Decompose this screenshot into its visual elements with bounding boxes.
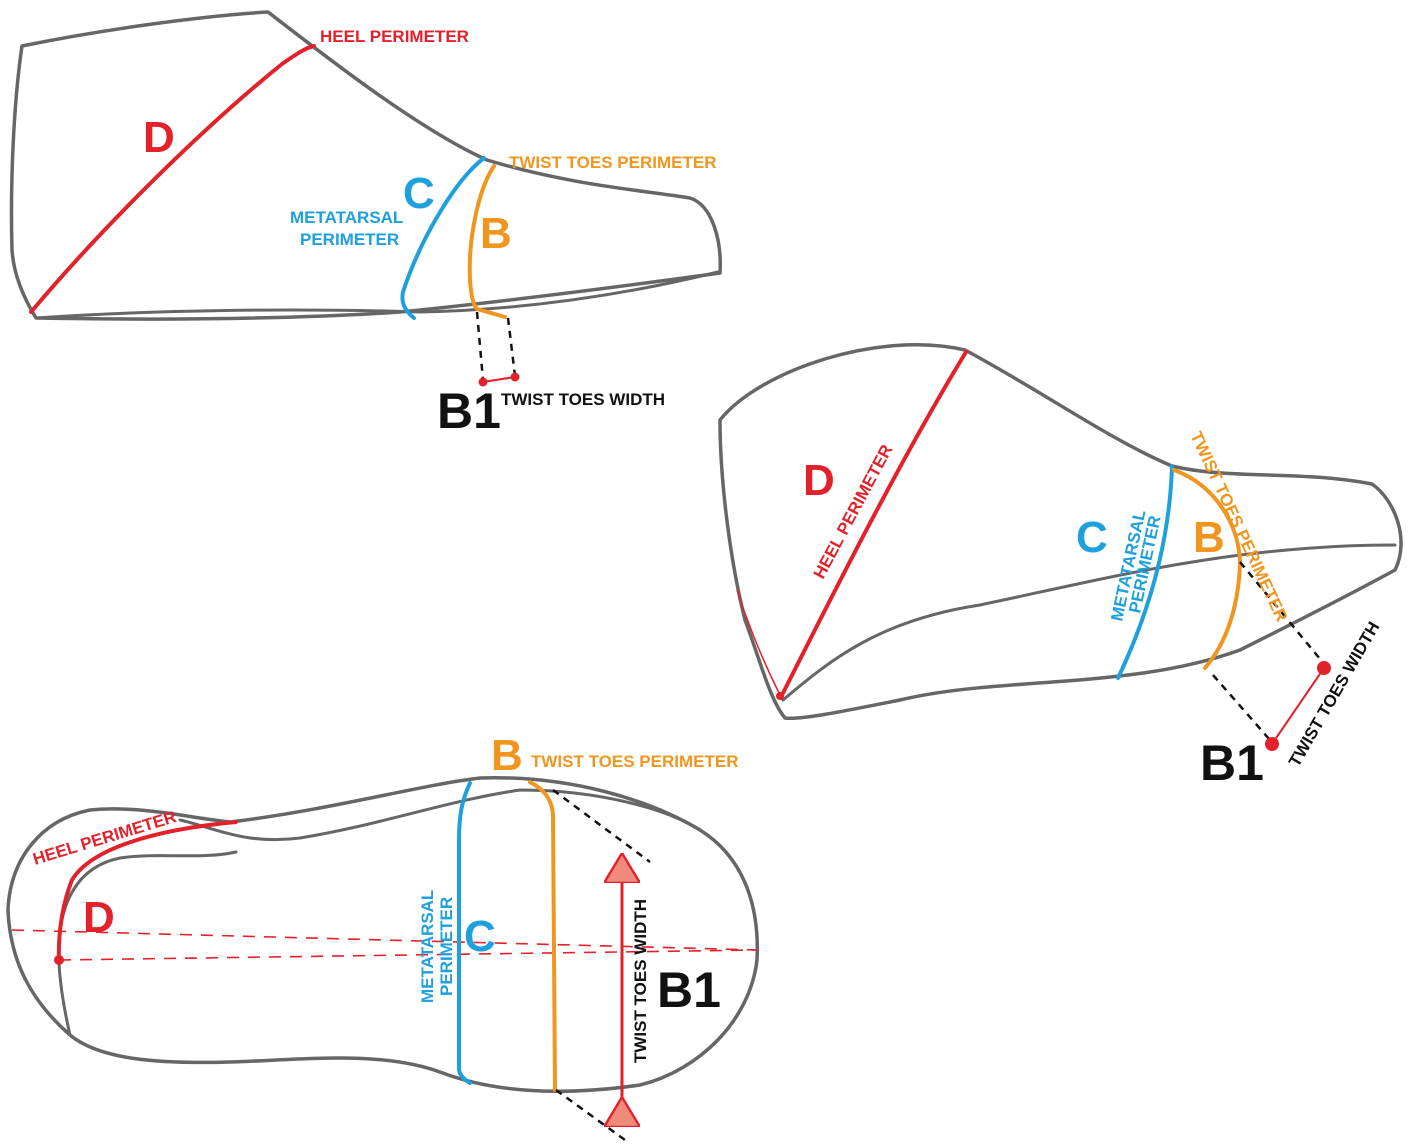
sole-width-letter-b1: B1: [657, 962, 721, 1018]
sole-view: HEEL PERIMETER D METATARSAL PERIMETER C …: [6, 731, 760, 1142]
side-view-sole-line: [34, 270, 720, 320]
angled-width-point-b: [1317, 661, 1331, 675]
width-point-right: [510, 372, 520, 382]
sole-metatarsal-label-line2: PERIMETER: [437, 897, 456, 996]
angled-view-sole-line: [781, 543, 1397, 702]
heel-perimeter-line: [29, 44, 316, 314]
width-point-left: [478, 377, 488, 387]
sole-heel-point: [54, 955, 64, 965]
metatarsal-label-line1: METATARSAL: [290, 208, 403, 227]
metatarsal-letter-c: C: [403, 169, 435, 218]
angled-view: D HEEL PERIMETER C METATARSAL PERIMETER …: [718, 342, 1403, 791]
angled-view-outline: [718, 342, 1403, 721]
sole-twist-toes-width-label: TWIST TOES WIDTH: [631, 899, 650, 1063]
angled-twist-letter-b: B: [1193, 513, 1225, 562]
angled-twist-toes-width-label: TWIST TOES WIDTH: [1285, 618, 1383, 770]
angled-view-heel-thin: [736, 589, 781, 696]
angled-width-segment: [1271, 667, 1325, 745]
twist-toes-perimeter-line: [467, 164, 507, 319]
angled-width-point-a: [1265, 737, 1279, 751]
angled-heel-perimeter-line: [781, 350, 968, 695]
heel-letter-d: D: [143, 113, 175, 162]
angled-width-guide-top: [1239, 561, 1326, 666]
width-guide-right: [506, 317, 517, 377]
angled-metatarsal-perimeter-line: [1116, 464, 1174, 680]
angled-heel-letter-d: D: [803, 456, 835, 505]
angled-twist-toes-perimeter-line: [1172, 468, 1243, 670]
sole-view-inner-outline: [57, 788, 702, 1037]
sole-metatarsal-letter-c: C: [464, 912, 496, 961]
sole-metatarsal-label-line1: METATARSAL: [418, 890, 437, 1003]
heel-perimeter-label: HEEL PERIMETER: [320, 27, 469, 46]
side-view: HEEL PERIMETER D C METATARSAL PERIMETER …: [9, 10, 722, 439]
sole-twist-toes-perimeter-line: [528, 780, 557, 1092]
twist-toes-perimeter-label: TWIST TOES PERIMETER: [509, 153, 716, 172]
metatarsal-perimeter-line: [400, 156, 486, 320]
metatarsal-label-line2: PERIMETER: [300, 230, 399, 249]
width-segment: [482, 376, 516, 383]
sole-heel-letter-d: D: [83, 893, 115, 942]
angled-width-letter-b1: B1: [1200, 735, 1264, 791]
angled-width-guide-bottom: [1212, 674, 1271, 741]
sole-width-guide-bottom: [555, 1088, 626, 1142]
sole-metatarsal-perimeter-line: [457, 781, 472, 1085]
angled-metatarsal-letter-c: C: [1076, 513, 1108, 562]
twist-toes-width-label: TWIST TOES WIDTH: [501, 390, 665, 409]
sole-twist-toes-perimeter-label: TWIST TOES PERIMETER: [531, 752, 738, 771]
width-letter-b1: B1: [437, 383, 501, 439]
width-guide-left: [475, 311, 485, 381]
sole-center-axis-mid: [58, 949, 758, 961]
twist-letter-b: B: [480, 209, 512, 258]
sole-twist-letter-b: B: [491, 731, 523, 780]
sole-heel-perimeter-label: HEEL PERIMETER: [31, 807, 179, 869]
